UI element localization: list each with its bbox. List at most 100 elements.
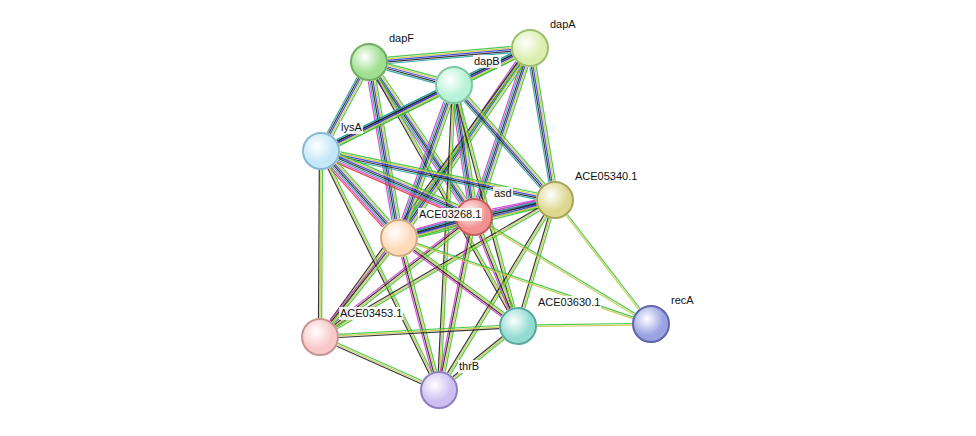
protein-node: ACE03630.1 bbox=[499, 307, 537, 345]
evidence-line bbox=[330, 62, 518, 320]
node-label: ACE03268.1 bbox=[418, 208, 482, 221]
protein-node: lysA bbox=[302, 132, 340, 170]
interaction-edge bbox=[448, 215, 547, 374]
evidence-line bbox=[339, 327, 499, 336]
evidence-line bbox=[337, 162, 390, 221]
interaction-edge bbox=[440, 235, 472, 372]
evidence-line bbox=[537, 324, 632, 325]
evidence-line bbox=[336, 208, 538, 326]
protein-node: recA bbox=[632, 305, 670, 343]
evidence-line bbox=[320, 170, 322, 318]
evidence-line bbox=[334, 165, 387, 224]
evidence-line bbox=[482, 234, 512, 308]
evidence-line bbox=[455, 339, 504, 379]
node-label: thrB bbox=[458, 360, 480, 373]
interaction-edge bbox=[453, 337, 504, 380]
evidence-line bbox=[537, 325, 632, 326]
evidence-line bbox=[339, 157, 457, 208]
protein-node: ACE05340.1 bbox=[536, 181, 574, 219]
evidence-line bbox=[405, 256, 435, 371]
protein-node: dapB bbox=[435, 66, 473, 104]
evidence-line bbox=[406, 256, 436, 371]
evidence-line bbox=[525, 219, 551, 309]
node-label: dapF bbox=[388, 32, 415, 45]
evidence-line bbox=[339, 158, 536, 199]
evidence-line bbox=[413, 251, 502, 316]
evidence-line bbox=[535, 67, 554, 182]
interaction-edge bbox=[330, 162, 390, 227]
interaction-edge bbox=[417, 243, 634, 318]
evidence-line bbox=[450, 217, 546, 375]
protein-node: dapF bbox=[350, 43, 388, 81]
evidence-line bbox=[339, 95, 438, 144]
node-label: asd bbox=[493, 187, 513, 200]
evidence-line bbox=[479, 236, 509, 310]
evidence-line bbox=[442, 236, 469, 372]
evidence-line bbox=[403, 257, 433, 372]
protein-node: dapA bbox=[511, 29, 549, 67]
interaction-edge bbox=[490, 226, 635, 315]
interaction-edge bbox=[387, 64, 437, 83]
protein-node: ACE03453.1 bbox=[301, 318, 339, 356]
evidence-line bbox=[465, 100, 541, 187]
node-label: dapB bbox=[473, 55, 501, 68]
interaction-edge bbox=[368, 80, 400, 220]
evidence-line bbox=[337, 91, 436, 140]
evidence-line bbox=[387, 67, 435, 80]
evidence-line bbox=[530, 67, 549, 182]
node-label: ACE03453.1 bbox=[339, 307, 403, 320]
evidence-line bbox=[333, 80, 363, 136]
node-label: lysA bbox=[340, 121, 363, 134]
interaction-edge bbox=[330, 62, 520, 322]
evidence-line bbox=[490, 228, 635, 315]
evidence-line bbox=[331, 167, 384, 226]
evidence-line bbox=[491, 226, 636, 313]
interaction-edge bbox=[328, 167, 432, 373]
evidence-line bbox=[338, 93, 437, 142]
interaction-edge bbox=[537, 324, 632, 327]
evidence-line bbox=[331, 63, 519, 321]
protein-node: thrB bbox=[420, 371, 458, 409]
evidence-line bbox=[387, 70, 435, 83]
evidence-line bbox=[337, 345, 421, 383]
evidence-line bbox=[416, 247, 505, 312]
evidence-line bbox=[339, 329, 499, 338]
evidence-line bbox=[523, 218, 549, 308]
evidence-line bbox=[417, 220, 456, 231]
interaction-edge bbox=[319, 170, 323, 318]
evidence-line bbox=[337, 346, 421, 384]
evidence-line bbox=[449, 216, 545, 374]
protein-node: ACE03268.1 bbox=[380, 219, 418, 257]
evidence-line bbox=[329, 168, 430, 373]
evidence-line bbox=[375, 80, 399, 219]
evidence-line bbox=[464, 101, 540, 187]
evidence-line bbox=[318, 170, 320, 318]
interaction-edge bbox=[402, 256, 437, 372]
interaction-edge bbox=[339, 326, 499, 338]
evidence-line bbox=[444, 236, 471, 372]
evidence-line bbox=[338, 159, 456, 210]
node-label: recA bbox=[670, 294, 695, 307]
interaction-edge bbox=[337, 91, 439, 146]
evidence-line bbox=[336, 163, 389, 222]
evidence-line bbox=[338, 343, 422, 381]
evidence-line bbox=[454, 338, 503, 378]
interaction-edge bbox=[530, 66, 555, 182]
evidence-line bbox=[337, 92, 436, 141]
interaction-edge bbox=[413, 247, 504, 316]
evidence-line bbox=[522, 218, 548, 307]
evidence-line bbox=[339, 96, 438, 145]
evidence-line bbox=[321, 170, 323, 318]
node-label: ACE03630.1 bbox=[537, 296, 601, 309]
node-label: ACE05340.1 bbox=[574, 170, 638, 183]
interaction-edge bbox=[327, 77, 363, 136]
evidence-line bbox=[453, 337, 502, 377]
evidence-line bbox=[417, 243, 633, 317]
node-label: dapA bbox=[549, 18, 577, 31]
evidence-line bbox=[368, 81, 392, 220]
evidence-line bbox=[333, 166, 386, 225]
evidence-line bbox=[415, 249, 503, 314]
evidence-line bbox=[331, 167, 432, 372]
evidence-line bbox=[328, 169, 429, 374]
